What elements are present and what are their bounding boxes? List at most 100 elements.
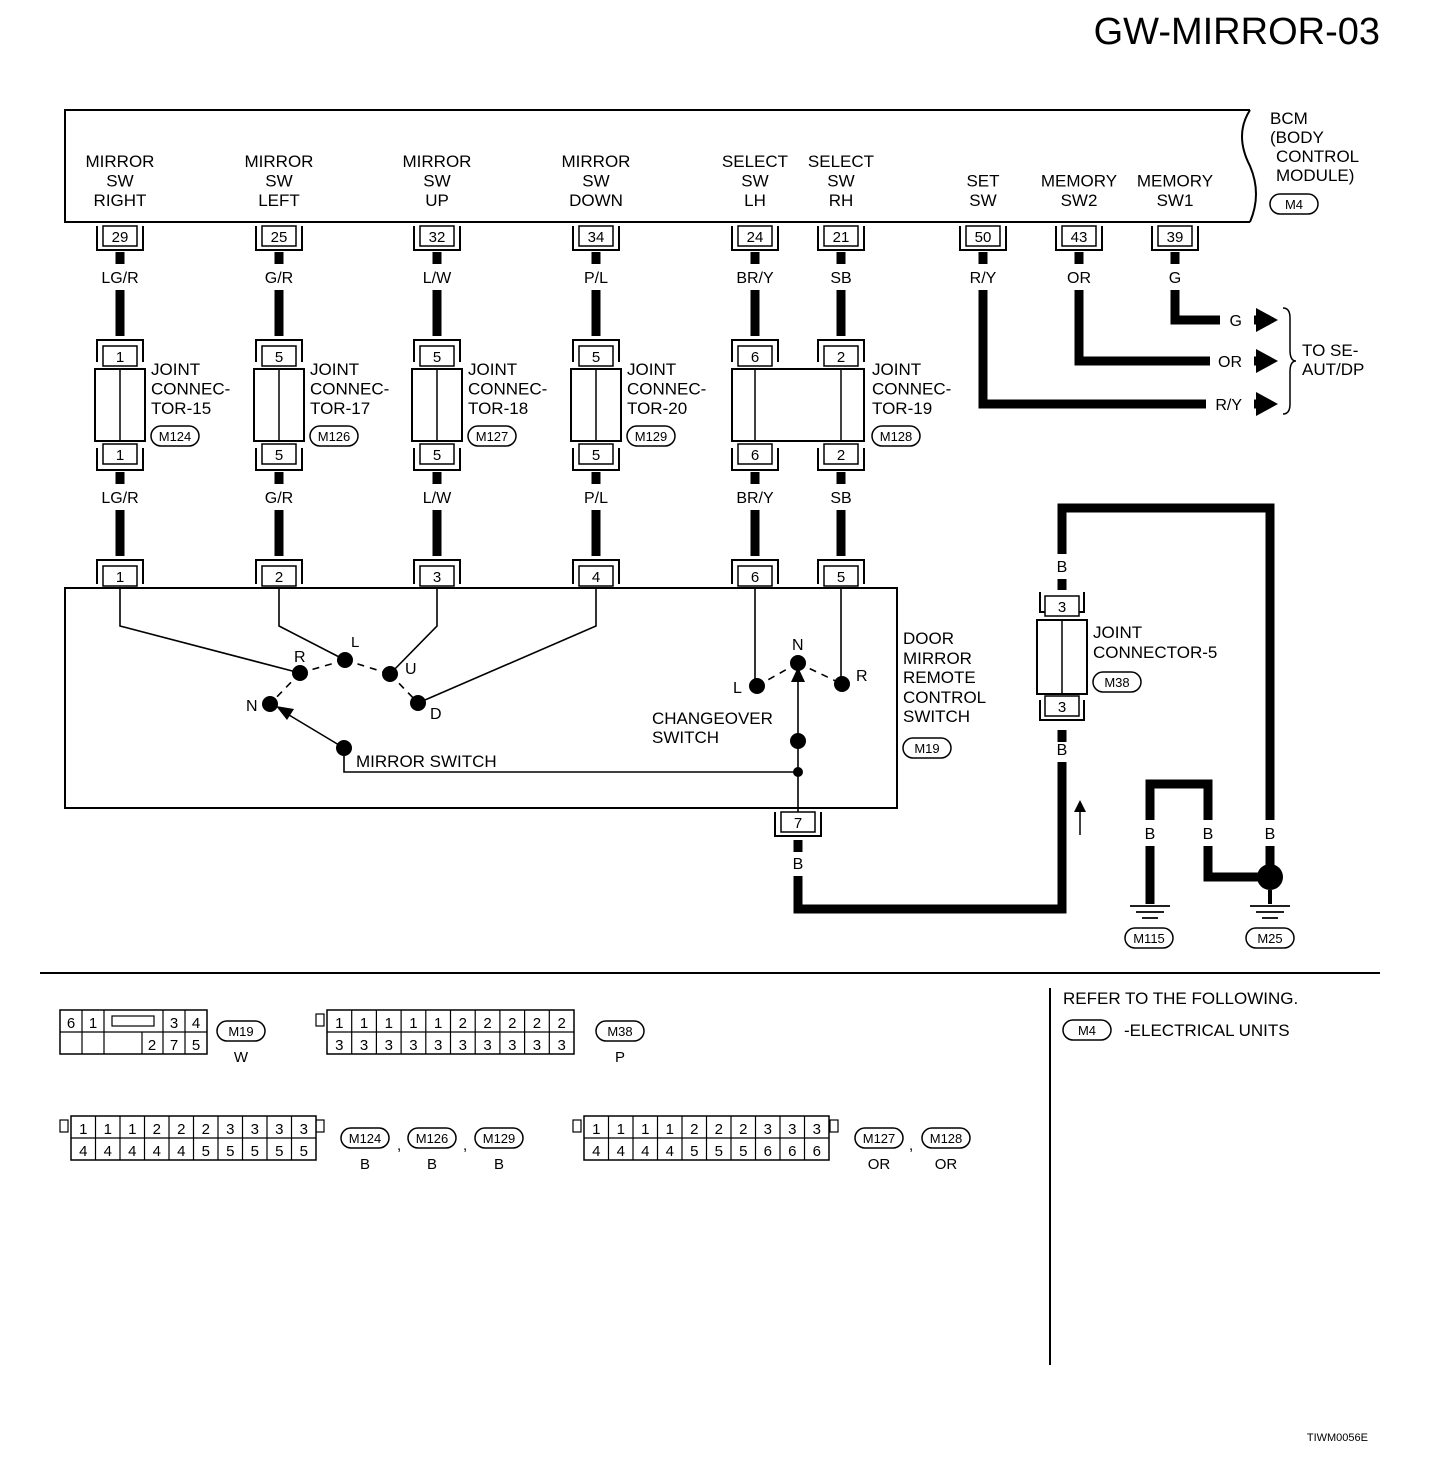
bcm-terminal-label: MEMORY [1137, 172, 1213, 191]
bcm-terminal-label: SELECT [808, 152, 874, 171]
pin-box [1061, 225, 1097, 247]
joint-label: CONNEC- [310, 380, 389, 399]
door-switch-connector-badge: M19 [902, 737, 952, 759]
se-outputs: G OR R/Y TO SE- AUT/DP [978, 291, 1364, 416]
connector-badge [216, 1020, 266, 1042]
bcm-pin-number: 50 [975, 229, 992, 246]
cavity-number: 4 [177, 1143, 185, 1160]
mirror-pos-l: L [351, 634, 359, 651]
bcm-terminal-label: MEMORY [1041, 172, 1117, 191]
cavity-number: 5 [192, 1037, 200, 1054]
cavity-number: 2 [202, 1121, 210, 1138]
switch-ground-wire: B [793, 856, 804, 873]
bcm-terminal-label: UP [425, 191, 449, 210]
changeover-arrow-icon [791, 667, 805, 682]
pin-box [737, 565, 773, 587]
cavity-number: 5 [715, 1143, 723, 1160]
connector-id: M127 [863, 1131, 896, 1146]
bcm-terminal-label: SET [966, 172, 999, 191]
joint-label: TOR-19 [872, 399, 932, 418]
bcm-terminal-label: SW [582, 172, 609, 191]
switch-wire-color: SB [830, 490, 851, 507]
cavity-number: 3 [170, 1015, 178, 1032]
connector-badge [150, 425, 200, 447]
cavity-number: 3 [335, 1037, 343, 1054]
bcm-wire-color: SB [830, 270, 851, 287]
cavity-number: 3 [275, 1121, 283, 1138]
cavity-number: 3 [226, 1121, 234, 1138]
cavity-number: 5 [251, 1143, 259, 1160]
pin-box [737, 345, 773, 367]
switch-pin-number: 3 [433, 569, 441, 586]
cavity-number: 4 [641, 1143, 649, 1160]
cavity-number: 6 [67, 1015, 75, 1032]
joint-label: TOR-17 [310, 399, 370, 418]
joint-pin-number: 1 [116, 447, 124, 464]
joint-label: JOINT [310, 360, 359, 379]
pin-box [419, 345, 455, 367]
joint-pin-number: 5 [275, 349, 283, 366]
cavity-number: 5 [226, 1143, 234, 1160]
joint-pin-number: 1 [116, 349, 124, 366]
connector-id: M129 [483, 1131, 516, 1146]
cavity-number: 3 [251, 1121, 259, 1138]
cavity-number: 3 [788, 1121, 796, 1138]
cavity-number: 3 [434, 1037, 442, 1054]
joint-label: JOINT [151, 360, 200, 379]
bcm-terminal-label: SW [827, 172, 854, 191]
bcm-terminal-label: SELECT [722, 152, 788, 171]
connector-id: M126 [318, 429, 351, 444]
pin-box [823, 443, 859, 465]
pin-box [823, 225, 859, 247]
cavity-number: 2 [715, 1121, 723, 1138]
pin-box [261, 225, 297, 247]
cavity-number: 3 [533, 1037, 541, 1054]
joint5-connector-id: M38 [1104, 675, 1129, 690]
arrow-icon [1256, 392, 1278, 416]
cavity-number: 1 [666, 1121, 674, 1138]
cavity-number: 2 [690, 1121, 698, 1138]
bcm-name-line-1: BCM [1270, 109, 1308, 128]
changeover-label-line-1: CHANGEOVER [652, 709, 773, 728]
mirror-switch-arrow-icon [276, 706, 294, 720]
cavity-number: 5 [275, 1143, 283, 1160]
cavity-number: 1 [434, 1015, 442, 1032]
joint-pin-number: 5 [275, 447, 283, 464]
pin-box [578, 225, 614, 247]
connector-badge [871, 425, 921, 447]
connector-badge [340, 1127, 390, 1149]
cavity-number: 4 [617, 1143, 625, 1160]
connector-badge [854, 1127, 904, 1149]
joint5-wire-bottom: B [1057, 742, 1068, 759]
cavity-number: 3 [300, 1121, 308, 1138]
cavity-number: 5 [202, 1143, 210, 1160]
svg-text:,: , [909, 1137, 913, 1154]
connector-id: M129 [635, 429, 668, 444]
bcm-pin-number: 34 [588, 229, 605, 246]
cavity-number: 4 [104, 1143, 112, 1160]
se-label-line-1: TO SE- [1302, 341, 1358, 360]
pin-housing [572, 226, 620, 251]
switch-internal-traces [119, 588, 843, 812]
cavity-number: 2 [148, 1037, 156, 1054]
joint-pin-number: 2 [837, 447, 845, 464]
cavity-number: 1 [79, 1121, 87, 1138]
bcm-pin-number: 32 [429, 229, 446, 246]
mirror-pos-n: N [246, 698, 258, 715]
cavity-number: 2 [153, 1121, 161, 1138]
joint-label: JOINT [468, 360, 517, 379]
cavity-number: 1 [641, 1121, 649, 1138]
cavity-number: 3 [409, 1037, 417, 1054]
door-switch-name-line-3: REMOTE [903, 668, 976, 687]
bcm-wire-color: OR [1067, 270, 1091, 287]
cavity-number: 1 [360, 1015, 368, 1032]
bcm-wire-color: L/W [423, 270, 452, 287]
mirror-pos-u: U [405, 661, 417, 678]
joint-pin-number: 5 [433, 447, 441, 464]
pin-box [737, 443, 773, 465]
